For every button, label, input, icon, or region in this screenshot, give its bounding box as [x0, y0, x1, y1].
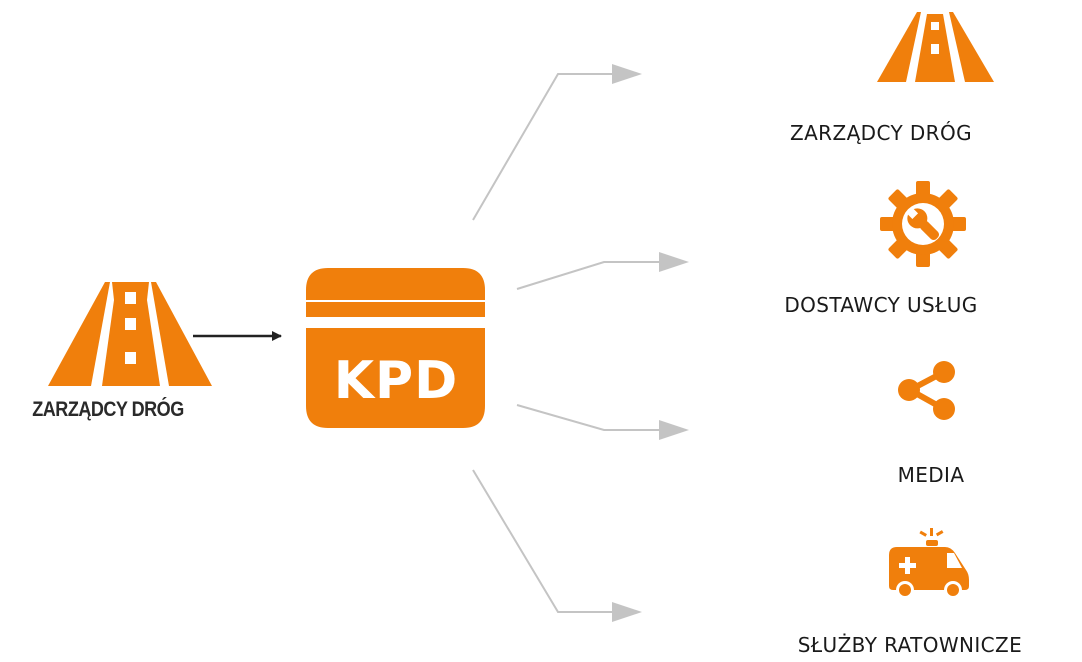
kpd-card-icon: KPD: [306, 268, 485, 428]
target-label-media: MEDIA: [897, 463, 965, 487]
kpd-label: KPD: [334, 351, 459, 411]
arrow-head-1: [659, 252, 689, 272]
target-label-rescue-services: SŁUŻBY RATOWNICZE: [797, 633, 1023, 657]
arrow-head-2: [659, 420, 689, 440]
arrow-to-target-1: [516, 261, 659, 290]
arrow-to-target-0: [472, 73, 612, 221]
arrow-head-0: [612, 64, 642, 84]
target-ambulance-icon: [889, 528, 969, 599]
hub-to-targets-arrows: [472, 64, 689, 622]
target-label-road-managers: ZARZĄDCY DRÓG: [790, 121, 972, 145]
target-road-icon: [877, 12, 994, 82]
source-road-center: [114, 282, 147, 386]
arrow-to-target-3: [472, 469, 612, 613]
target-gear-wrench-icon: [880, 181, 966, 267]
arrow-to-target-2: [516, 404, 659, 431]
arrow-head-3: [612, 602, 642, 622]
target-label-service-providers: DOSTAWCY USŁUG: [784, 293, 978, 317]
target-share-icon: [898, 361, 955, 420]
source-label: ZARZĄDCY DRÓG: [32, 398, 184, 421]
